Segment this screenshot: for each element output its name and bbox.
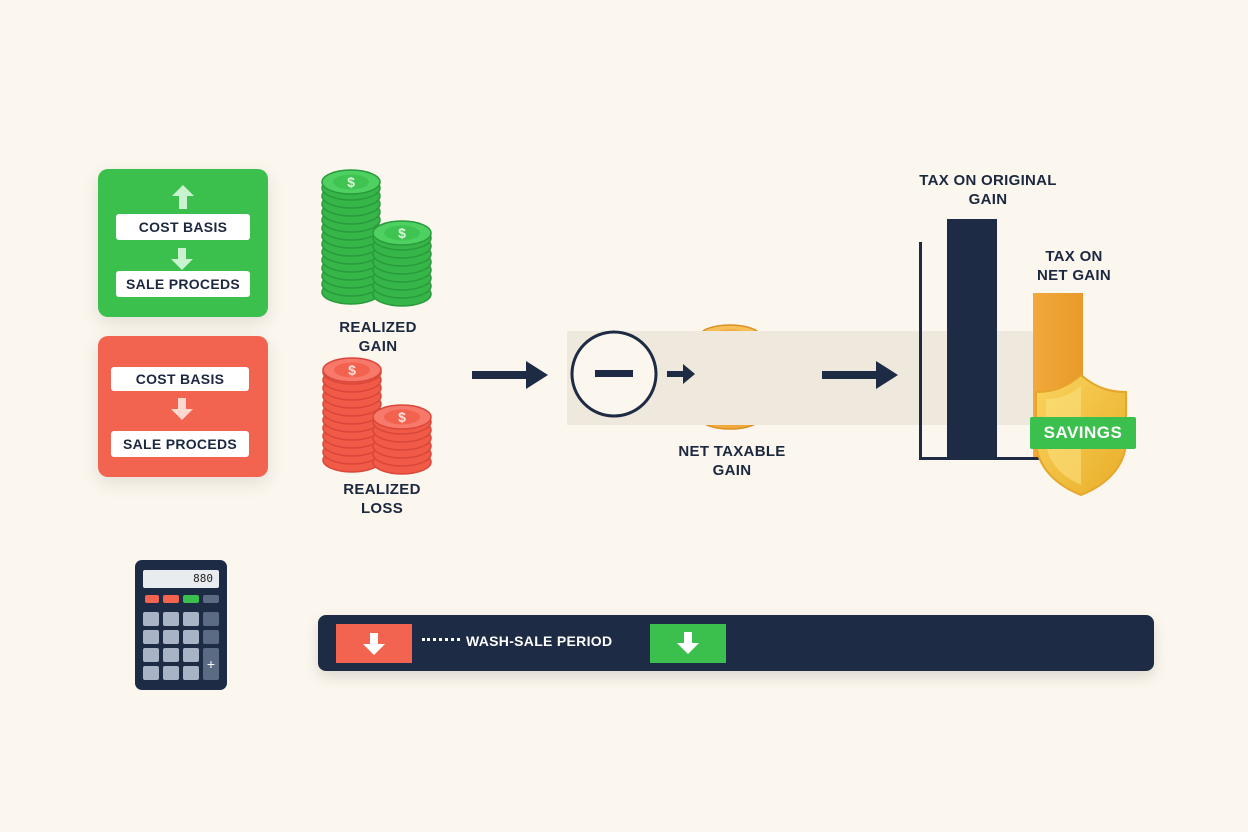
gain-coin-stack-short: $ <box>372 220 432 307</box>
loss-card: COST BASIS SALE PROCEDS <box>98 336 268 477</box>
right-arrow-icon <box>472 361 548 389</box>
realized-gain-label: REALIZED GAIN <box>339 319 417 355</box>
down-arrow-icon <box>171 248 193 270</box>
rebuy-marker <box>650 624 726 663</box>
loss-coin-stack-tall: $ <box>322 357 382 473</box>
dollar-icon: $ <box>398 225 406 241</box>
sale-proceeds-label: SALE PROCEDS <box>116 271 250 297</box>
tax-net-label: TAX ON NET GAIN <box>1036 248 1112 284</box>
wash-sale-timeline: WASH-SALE PERIOD <box>318 615 1154 671</box>
loss-coin-stack-short: $ <box>372 404 432 475</box>
net-taxable-gain-label: NET TAXABLE GAIN <box>678 443 786 479</box>
savings-badge: SAVINGS <box>1030 417 1136 449</box>
calculator-icon: + <box>135 560 227 690</box>
cost-basis-label: COST BASIS <box>116 214 250 240</box>
dotted-leader <box>422 638 460 644</box>
axis-y <box>919 242 922 460</box>
down-arrow-icon <box>363 633 385 655</box>
right-arrow-icon <box>822 361 898 389</box>
calculator-display: 880 <box>143 570 219 588</box>
small-right-arrow-icon <box>667 364 695 384</box>
cost-basis-label: COST BASIS <box>111 367 249 391</box>
wash-sale-label: WASH-SALE PERIOD <box>466 633 613 649</box>
svg-text:+: + <box>207 656 215 672</box>
minus-circle-icon <box>570 330 658 418</box>
bar-tax-original <box>947 219 997 460</box>
gain-coin-stack-tall: $ <box>321 169 381 305</box>
down-arrow-icon <box>677 632 699 654</box>
gain-card: COST BASIS SALE PROCEDS <box>98 169 268 317</box>
down-arrow-icon <box>171 398 193 420</box>
tax-original-label: TAX ON ORIGINAL GAIN <box>919 172 1057 208</box>
up-arrow-icon <box>172 185 194 209</box>
sell-marker <box>336 624 412 663</box>
realized-loss-label: REALIZED LOSS <box>343 481 421 517</box>
tax-bars <box>919 219 1127 497</box>
dollar-icon: $ <box>348 362 356 378</box>
dollar-icon: $ <box>398 409 406 425</box>
sale-proceeds-label: SALE PROCEDS <box>111 431 249 457</box>
dollar-icon: $ <box>347 174 355 190</box>
